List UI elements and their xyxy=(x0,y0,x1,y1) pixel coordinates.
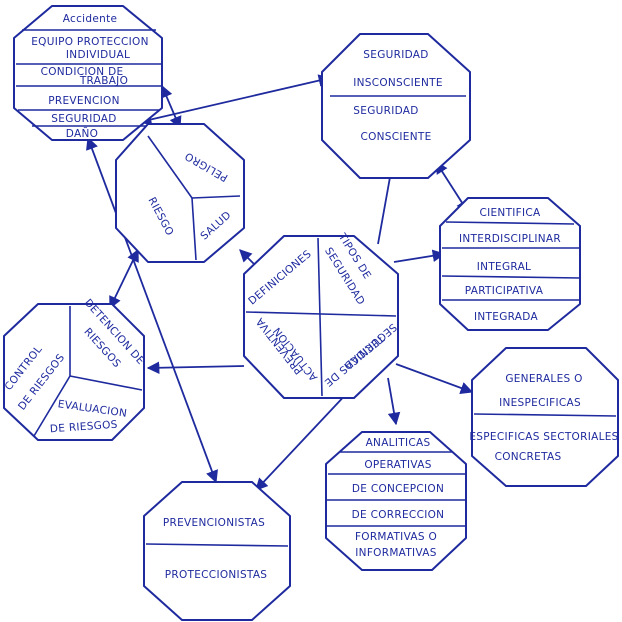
arrow-accidente-prevencionistas xyxy=(86,136,218,484)
divider xyxy=(191,197,197,261)
label-integrada: INTEGRADA xyxy=(474,311,538,323)
label-accidente: Accidente xyxy=(63,13,118,25)
label-interdisciplinar: INTERDISCIPLINAR xyxy=(459,233,561,245)
node-cientifica: CIENTIFICA INTERDISCIPLINAR INTEGRAL PAR… xyxy=(439,197,581,331)
label-analiticas: ANALITICAS xyxy=(366,437,431,449)
node-prevencionistas: PREVENCIONISTAS PROTECCIONISTAS xyxy=(143,481,291,621)
label-de-concepcion: DE CONCEPCION xyxy=(352,483,444,495)
label-condicion-de: CONDICION DE xyxy=(41,66,124,78)
label-prevencionistas: PREVENCIONISTAS xyxy=(163,517,265,529)
divider xyxy=(69,375,143,391)
label-dano: DAÑO xyxy=(66,127,98,140)
arrow-centro-analiticas xyxy=(387,377,401,426)
arrow-centro-control xyxy=(146,361,245,375)
node-analiticas: ANALITICAS OPERATIVAS DE CONCEPCION DE C… xyxy=(325,431,467,571)
label-de-correccion: DE CORRECCION xyxy=(352,509,445,521)
node-seguridad-shape xyxy=(321,33,471,179)
arrow-accidente-riesgo xyxy=(160,84,182,130)
node-accidente-shape xyxy=(13,5,163,141)
divider xyxy=(441,275,581,279)
divider xyxy=(317,237,323,397)
divider xyxy=(473,413,617,417)
node-prevencionistas-shape xyxy=(143,481,291,621)
label-formativas-o: FORMATIVAS O xyxy=(355,531,437,543)
divider xyxy=(147,135,193,199)
divider xyxy=(33,375,71,437)
label-generales-o: GENERALES O xyxy=(505,373,582,385)
divider xyxy=(191,195,241,199)
node-riesgo: RIESGO PELIGRO SALUD xyxy=(115,123,245,263)
label-concretas: CONCRETAS xyxy=(495,451,562,463)
divider xyxy=(145,543,289,547)
label-integral: INTEGRAL xyxy=(477,261,531,273)
label-inespecificas: INESPECIFICAS xyxy=(499,397,581,409)
divider xyxy=(445,221,575,225)
node-control: CONTROL DE RIESGOS DETENCION DE RIESGOS … xyxy=(2,297,147,441)
node-centro-shape xyxy=(243,235,399,399)
label-seguridad-1: SEGURIDAD xyxy=(363,49,428,61)
label-seguridad-2: SEGURIDAD xyxy=(353,105,418,117)
label-individual: INDIVIDUAL xyxy=(66,49,130,61)
node-seguridad: SEGURIDAD INSCONSCIENTE SEGURIDAD CONSCI… xyxy=(321,33,471,179)
label-insconsciente: INSCONSCIENTE xyxy=(353,77,443,89)
label-especificas-sectoriales: ESPECIFICAS SECTORIALES xyxy=(469,431,618,443)
node-cientifica-shape xyxy=(439,197,581,331)
label-participativa: PARTICIPATIVA xyxy=(465,285,544,297)
arrow-centro-generales xyxy=(395,363,474,394)
arrow-riesgo-control xyxy=(109,248,139,310)
label-de-riesgos-eval: DE RIESGOS xyxy=(50,419,119,436)
node-analiticas-shape xyxy=(325,431,467,571)
arrow-centro-cientifica xyxy=(393,249,446,263)
label-operativas: OPERATIVAS xyxy=(364,459,431,471)
node-accidente: Accidente EQUIPO PROTECCION INDIVIDUAL C… xyxy=(13,5,163,141)
node-centro: DEFINICIONES TIPOS DE SEGURIDAD ACTUACIO… xyxy=(243,231,399,399)
node-generales: GENERALES O INESPECIFICAS ESPECIFICAS SE… xyxy=(469,347,619,487)
arrow-centro-prevencionistas xyxy=(255,389,351,491)
label-seguridad: SEGURIDAD xyxy=(51,113,116,125)
label-prevencion: PREVENCION xyxy=(48,95,119,107)
divider xyxy=(245,311,397,317)
node-control-shape xyxy=(3,303,145,441)
node-riesgo-shape xyxy=(115,123,245,263)
label-cientifica: CIENTIFICA xyxy=(479,207,541,219)
connector-arrows xyxy=(86,74,474,491)
label-informativas: INFORMATIVAS xyxy=(355,547,436,559)
label-consciente: CONSCIENTE xyxy=(360,131,431,143)
label-trabajo: TRABAJO xyxy=(79,75,128,87)
label-proteccionistas: PROTECCIONISTAS xyxy=(165,569,268,581)
label-equipo-proteccion: EQUIPO PROTECCION xyxy=(31,36,149,48)
node-generales-shape xyxy=(471,347,619,487)
